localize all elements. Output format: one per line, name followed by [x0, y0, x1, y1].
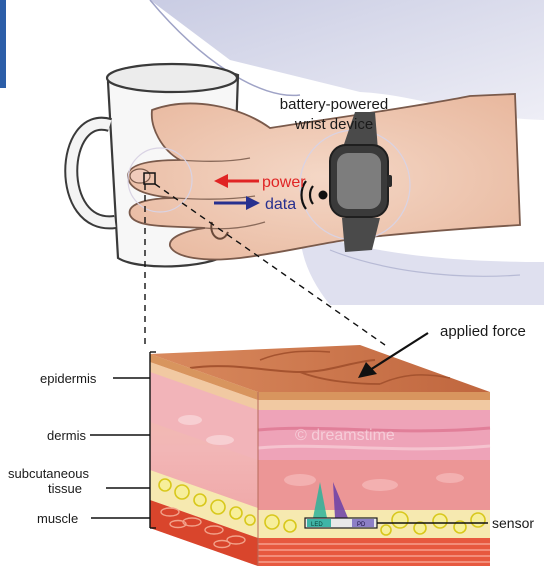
fingernail	[130, 169, 150, 183]
power-label: power	[262, 174, 306, 191]
subcutaneous-label-line1: subcutaneous	[8, 466, 89, 481]
data-label: data	[265, 196, 296, 213]
watermark: © dreamstime	[295, 427, 395, 444]
epidermis-label: epidermis	[40, 371, 97, 386]
device-label-line1: battery-powered	[280, 96, 388, 113]
skin-cross-section: © dreamstime	[150, 345, 490, 566]
hand-illustration: power data battery-powered wrist device	[0, 0, 544, 305]
applied-force-label: applied force	[440, 323, 526, 340]
device-label-line2: wrist device	[294, 116, 373, 133]
dermis-label: dermis	[47, 428, 87, 443]
pd-label: PD	[357, 522, 366, 528]
edge-bar	[0, 0, 6, 88]
led-label: LED	[311, 522, 323, 528]
muscle-label: muscle	[37, 511, 78, 526]
subcutaneous-label-line2: tissue	[48, 481, 82, 496]
sensor-label: sensor	[492, 515, 534, 531]
